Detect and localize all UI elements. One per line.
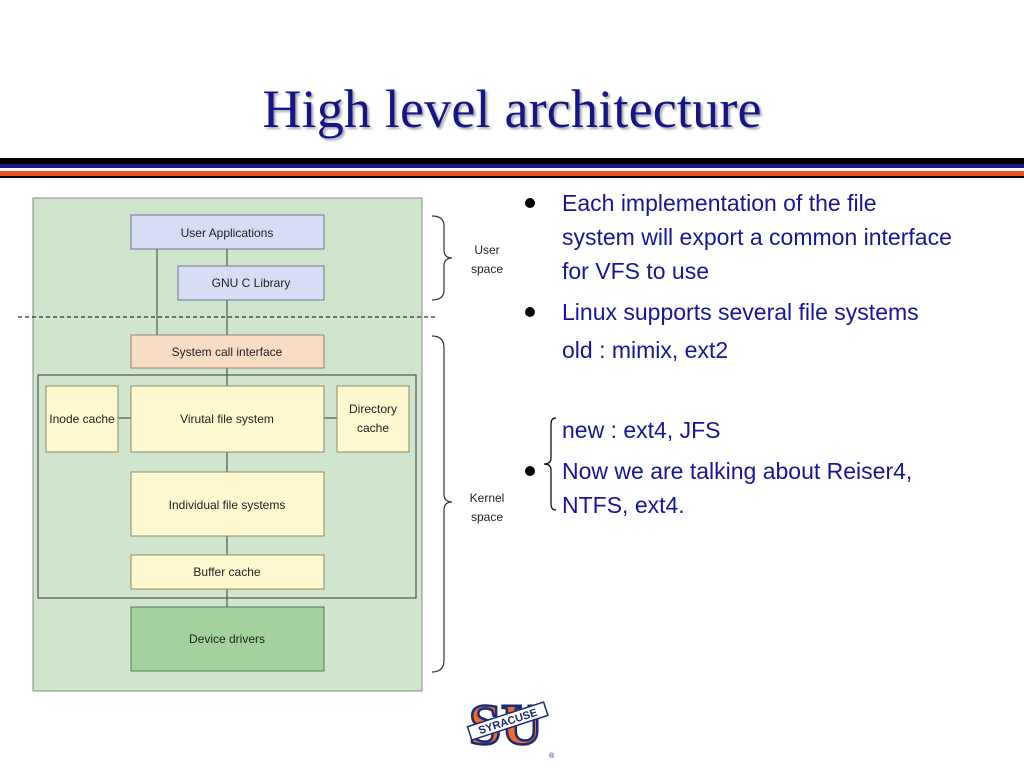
kernel-space-label-line2: space [471, 510, 503, 524]
box-gnu-c-library-label: GNU C Library [212, 276, 291, 290]
bullet-item: Linux supports several file systems [525, 295, 955, 329]
box-directory-cache: Directory cache [336, 385, 410, 453]
bullet-dot [525, 198, 535, 208]
box-individual-file-systems: Individual file systems [130, 471, 325, 537]
user-space-label-line1: User [474, 243, 499, 257]
box-device-drivers-label: Device drivers [189, 632, 265, 646]
box-system-call-interface-label: System call interface [172, 345, 283, 359]
logo-registered-mark: ® [549, 752, 555, 760]
kernel-space-brace [431, 335, 453, 673]
bullet-item: Now we are talking about Reiser4, NTFS, … [525, 454, 955, 522]
kernel-group-frame [37, 374, 417, 599]
title-rule-black-top [0, 158, 1024, 164]
architecture-diagram: User Applications GNU C Library System c… [0, 180, 520, 700]
box-virtual-file-system: Virutal file system [130, 385, 325, 453]
title-rule-orange [0, 171, 1024, 176]
title-rule-blue [0, 164, 1024, 168]
bullet-text: Now we are talking about Reiser4, NTFS, … [562, 458, 913, 518]
box-directory-cache-label-line1: Directory [349, 402, 397, 416]
bullet-text: Linux supports several file systems [562, 299, 919, 325]
syracuse-logo: SU SYRACUSE ® [458, 686, 558, 768]
user-space-brace [431, 215, 453, 301]
box-virtual-file-system-label: Virutal file system [180, 412, 274, 426]
bullet-list: Each implementation of the file system w… [525, 186, 955, 529]
box-user-applications: User Applications [130, 214, 325, 250]
box-buffer-cache-label: Buffer cache [193, 565, 260, 579]
kernel-space-label-line1: Kernel [470, 491, 505, 505]
sub-items-brace [543, 417, 557, 511]
box-inode-cache: Inode cache [45, 385, 119, 453]
box-buffer-cache: Buffer cache [130, 554, 325, 590]
bullet-text: Each implementation of the file system w… [562, 190, 952, 284]
box-device-drivers: Device drivers [130, 606, 325, 672]
box-inode-cache-label: Inode cache [49, 412, 115, 426]
bullet-dot [525, 307, 535, 317]
slide-title: High level architecture [262, 79, 762, 139]
bullet-dot [525, 466, 535, 476]
box-directory-cache-label-line2: cache [357, 421, 389, 435]
box-gnu-c-library: GNU C Library [177, 265, 325, 301]
box-user-applications-label: User Applications [181, 226, 274, 240]
sub-item-old: old : mimix, ext2 [562, 337, 729, 363]
box-system-call-interface: System call interface [130, 334, 325, 369]
user-space-label-line2: space [471, 262, 503, 276]
title-rule-black-bottom [0, 176, 1024, 178]
box-individual-file-systems-label: Individual file systems [169, 498, 286, 512]
sub-item-new: new : ext4, JFS [562, 417, 721, 443]
bullet-item: Each implementation of the file system w… [525, 186, 955, 288]
